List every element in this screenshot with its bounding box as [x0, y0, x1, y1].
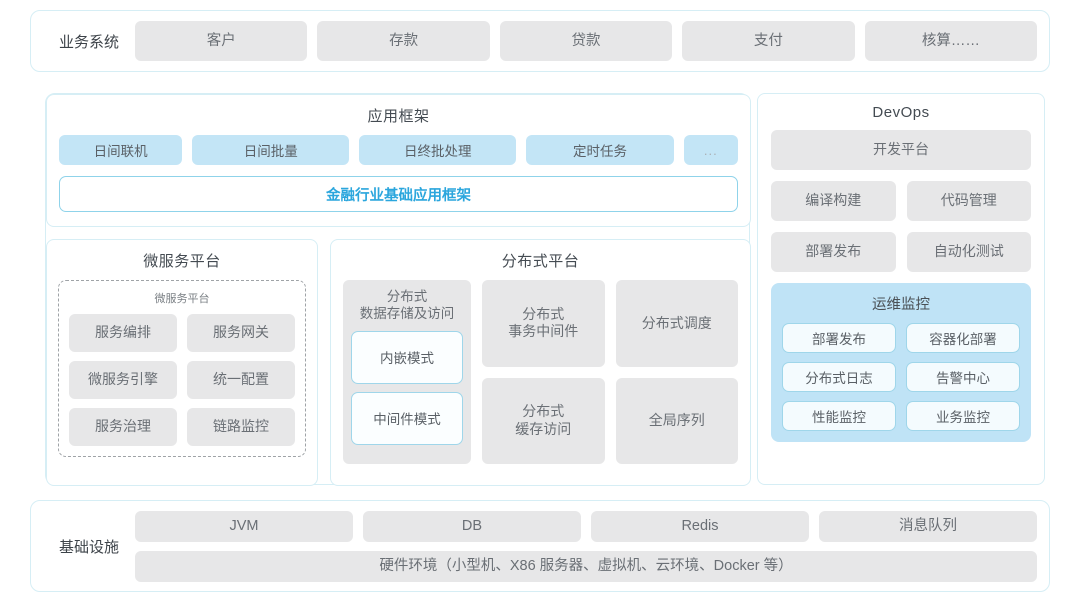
- distributed-platform-body: 分布式 数据存储及访问 内嵌模式 中间件模式 分布式事务中间件 分布式缓存访问 …: [331, 280, 750, 476]
- microservice-platform-panel: 微服务平台 微服务平台 服务编排 服务网关 微服务引擎 统一配置 服务治理 链路…: [46, 239, 318, 486]
- infrastructure-items: JVM DB Redis 消息队列: [135, 510, 1037, 542]
- microservice-items: 服务编排 服务网关 微服务引擎 统一配置 服务治理 链路监控: [69, 314, 295, 446]
- platform-section: 应用框架 日间联机 日间批量 日终批处理 定时任务 ... 金融行业基础应用框架…: [45, 93, 751, 486]
- ms-item-unified-config[interactable]: 统一配置: [187, 361, 295, 399]
- devops-section: DevOps 开发平台 编译构建 代码管理 部署发布 自动化测试 运维监控 部署…: [757, 93, 1045, 485]
- ops-monitoring-block: 运维监控 部署发布 容器化部署 分布式日志 告警中心 性能监控 业务监控: [771, 283, 1031, 442]
- microservice-inner-subtitle: 微服务平台: [154, 293, 210, 305]
- app-item-more[interactable]: ...: [683, 135, 738, 165]
- ms-item-link-monitoring[interactable]: 链路监控: [187, 408, 295, 446]
- ellipsis-icon: ...: [703, 142, 718, 158]
- application-framework-items: 日间联机 日间批量 日终批处理 定时任务 ...: [47, 135, 750, 165]
- microservice-platform-title: 微服务平台: [143, 253, 221, 270]
- app-item-eod-batch[interactable]: 日终批处理: [359, 135, 517, 165]
- ops-monitoring-items: 部署发布 容器化部署 分布式日志 告警中心 性能监控 业务监控: [782, 323, 1020, 431]
- ops-item-business-monitor[interactable]: 业务监控: [906, 401, 1020, 431]
- ms-item-microservice-engine[interactable]: 微服务引擎: [69, 361, 177, 399]
- ms-item-service-orchestration[interactable]: 服务编排: [69, 314, 177, 352]
- storage-mode-middleware[interactable]: 中间件模式: [351, 391, 463, 445]
- dist-item-transaction-middleware[interactable]: 分布式事务中间件: [482, 280, 605, 367]
- business-item-deposit[interactable]: 存款: [317, 21, 490, 61]
- dist-item-global-sequence[interactable]: 全局序列: [615, 377, 738, 464]
- business-system-row: 业务系统 客户 存款 贷款 支付 核算……: [30, 10, 1050, 72]
- microservice-inner-group: 微服务平台 服务编排 服务网关 微服务引擎 统一配置 服务治理 链路监控: [58, 280, 306, 457]
- app-item-daytime-batch[interactable]: 日间批量: [192, 135, 350, 165]
- infra-item-hardware-environment[interactable]: 硬件环境（小型机、X86 服务器、虚拟机、云环境、Docker 等）: [135, 550, 1037, 582]
- app-item-daytime-online[interactable]: 日间联机: [59, 135, 183, 165]
- devops-item-compile-build[interactable]: 编译构建: [771, 181, 896, 221]
- business-item-loan[interactable]: 贷款: [499, 21, 673, 61]
- financial-base-framework-bar[interactable]: 金融行业基础应用框架: [59, 176, 738, 212]
- distributed-platform-title: 分布式平台: [501, 253, 580, 270]
- ops-item-distributed-log[interactable]: 分布式日志: [782, 362, 896, 392]
- distributed-data-storage-card[interactable]: 分布式 数据存储及访问 内嵌模式 中间件模式: [343, 280, 471, 464]
- business-system-label: 业务系统: [58, 33, 119, 51]
- infrastructure-content: JVM DB Redis 消息队列 硬件环境（小型机、X86 服务器、虚拟机、云…: [135, 510, 1037, 582]
- distributed-column-two: 分布式事务中间件 分布式缓存访问: [482, 280, 605, 464]
- ops-item-container-deploy[interactable]: 容器化部署: [906, 323, 1020, 353]
- devops-item-dev-platform[interactable]: 开发平台: [771, 130, 1031, 170]
- devops-item-code-management[interactable]: 代码管理: [906, 181, 1031, 221]
- devops-panel: DevOps 开发平台 编译构建 代码管理 部署发布 自动化测试 运维监控 部署…: [757, 93, 1045, 485]
- ms-item-service-gateway[interactable]: 服务网关: [187, 314, 295, 352]
- distributed-storage-caption: 分布式 数据存储及访问: [360, 289, 455, 323]
- ops-monitoring-title: 运维监控: [872, 297, 930, 313]
- infra-item-message-queue[interactable]: 消息队列: [819, 510, 1037, 542]
- ops-item-alert-center[interactable]: 告警中心: [906, 362, 1020, 392]
- distributed-storage-caption-line2: 数据存储及访问: [359, 305, 455, 321]
- distributed-platform-panel: 分布式平台 分布式 数据存储及访问 内嵌模式 中间件模式 分布式事务中间件 分布…: [330, 239, 751, 486]
- distributed-storage-caption-line1: 分布式: [386, 289, 428, 304]
- infra-item-redis[interactable]: Redis: [591, 510, 809, 542]
- devops-item-deploy-release[interactable]: 部署发布: [771, 232, 896, 272]
- infra-item-jvm[interactable]: JVM: [135, 510, 353, 542]
- business-item-accounting[interactable]: 核算……: [864, 21, 1038, 61]
- business-item-payment[interactable]: 支付: [682, 21, 855, 61]
- infra-item-db[interactable]: DB: [363, 510, 581, 542]
- distributed-column-three: 分布式调度 全局序列: [615, 280, 738, 464]
- application-framework-title: 应用框架: [367, 108, 430, 125]
- dist-item-cache-access[interactable]: 分布式缓存访问: [482, 377, 605, 464]
- devops-body: 开发平台 编译构建 代码管理 部署发布 自动化测试 运维监控 部署发布 容器化部…: [758, 130, 1044, 455]
- infrastructure-label: 基础设施: [58, 538, 119, 556]
- distributed-storage-column: 分布式 数据存储及访问 内嵌模式 中间件模式: [343, 280, 471, 464]
- devops-item-automated-testing[interactable]: 自动化测试: [906, 232, 1031, 272]
- infrastructure-row: 基础设施 JVM DB Redis 消息队列 硬件环境（小型机、X86 服务器、…: [30, 500, 1050, 592]
- storage-mode-embedded[interactable]: 内嵌模式: [351, 330, 463, 384]
- application-framework-panel: 应用框架 日间联机 日间批量 日终批处理 定时任务 ... 金融行业基础应用框架: [46, 94, 751, 227]
- app-item-scheduled-task[interactable]: 定时任务: [526, 135, 674, 165]
- business-item-customer[interactable]: 客户: [135, 21, 308, 61]
- business-system-items: 客户 存款 贷款 支付 核算……: [135, 21, 1038, 61]
- devops-title: DevOps: [872, 104, 930, 121]
- ops-item-deploy-release[interactable]: 部署发布: [782, 323, 896, 353]
- devops-items: 编译构建 代码管理 部署发布 自动化测试: [771, 181, 1031, 272]
- ms-item-service-governance[interactable]: 服务治理: [69, 408, 177, 446]
- dist-item-scheduling[interactable]: 分布式调度: [615, 280, 738, 367]
- ops-item-performance-monitor[interactable]: 性能监控: [782, 401, 896, 431]
